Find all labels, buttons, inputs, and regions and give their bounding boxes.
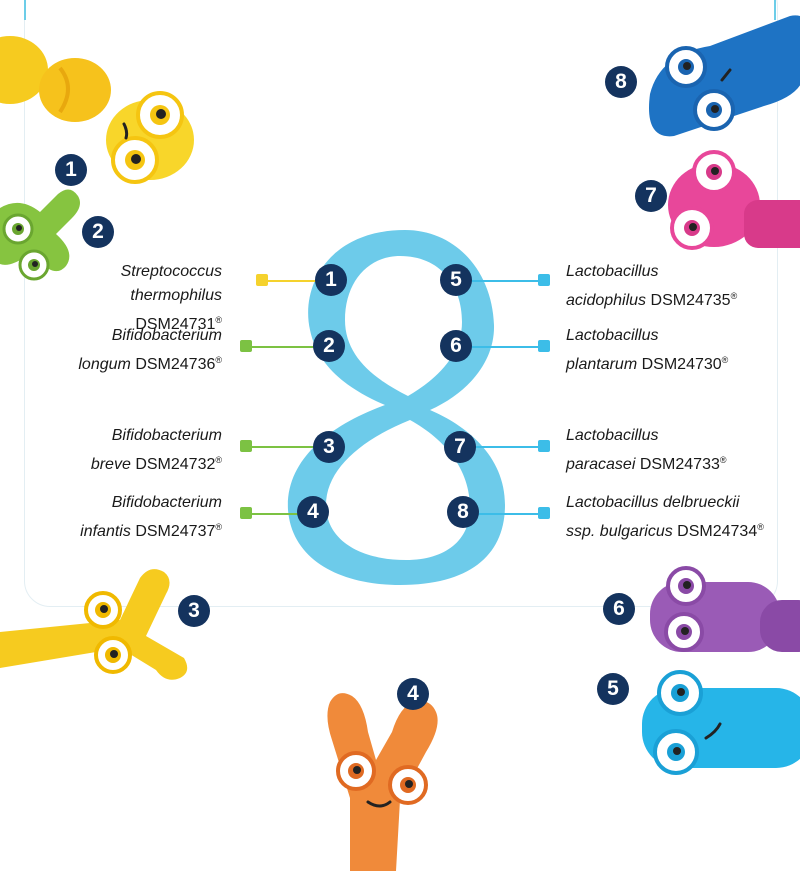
strain-label-5: Lactobacillus acidophilus DSM24735® [566, 260, 786, 313]
figure-eight-icon [287, 230, 505, 585]
color-square-5 [538, 274, 550, 286]
genus-3: Bifidobacterium [111, 427, 222, 444]
reg-7: ® [719, 455, 727, 465]
strain-label-2: Bifidobacterium longum DSM24736® [40, 324, 222, 377]
reg-4: ® [215, 522, 222, 532]
genus-4: Bifidobacterium [111, 494, 222, 511]
reg-5: ® [730, 291, 738, 301]
reg-2: ® [215, 355, 222, 365]
panel-edge-right [774, 0, 776, 20]
reg-8: ® [757, 522, 764, 532]
eight-badge-4: 4 [297, 496, 329, 528]
eight-badge-5: 5 [440, 264, 472, 296]
color-square-6 [538, 340, 550, 352]
bacterium-icon-blue-chain [649, 15, 800, 137]
reg-1: ® [215, 315, 222, 325]
bacterium-icon-yellow-chain [0, 36, 194, 184]
connector-6 [470, 346, 540, 348]
genus-8: Lactobacillus delbrueckii [566, 494, 740, 511]
connector-7 [474, 446, 540, 448]
connector-5 [470, 280, 540, 282]
strain-label-1: Streptococcus thermophilus DSM24731® [40, 260, 222, 337]
eight-badge-6: 6 [440, 330, 472, 362]
eight-badge-2: 2 [313, 330, 345, 362]
bacterium-badge-6: 6 [603, 593, 635, 625]
species-7: paracasei [566, 456, 636, 473]
species-1: thermophilus [130, 287, 222, 304]
code-1: DSM24731 [135, 316, 216, 333]
bacterium-icon-purple-chain [650, 566, 800, 652]
bacterium-badge-2: 2 [82, 216, 114, 248]
species-2: longum [78, 356, 131, 373]
species-6: plantarum [566, 356, 638, 373]
genus-7: Lactobacillus [566, 427, 659, 444]
eight-badge-1: 1 [315, 264, 347, 296]
strain-label-6: Lactobacillus plantarum DSM24730® [566, 324, 786, 377]
connector-8 [476, 513, 540, 515]
connector-1 [268, 280, 320, 282]
eight-badge-8: 8 [447, 496, 479, 528]
code-2: DSM24736 [135, 356, 216, 373]
code-4: DSM24737 [135, 523, 216, 540]
bacterium-badge-8: 8 [605, 66, 637, 98]
genus-1: Streptococcus [120, 263, 222, 280]
bacterium-badge-1: 1 [55, 154, 87, 186]
strain-label-8: Lactobacillus delbrueckii ssp. bulgaricu… [566, 491, 791, 544]
strain-label-7: Lactobacillus paracasei DSM24733® [566, 424, 786, 477]
species-8: ssp. bulgaricus [566, 523, 673, 540]
connector-2 [252, 346, 318, 348]
color-square-8 [538, 507, 550, 519]
bacterium-icon-pink-chain [668, 150, 800, 250]
bacterium-badge-3: 3 [178, 595, 210, 627]
strain-label-4: Bifidobacterium infantis DSM24737® [40, 491, 222, 544]
reg-6: ® [721, 355, 729, 365]
color-square-7 [538, 440, 550, 452]
genus-5: Lactobacillus [566, 263, 659, 280]
connector-4 [252, 513, 300, 515]
bacterium-icon-green [0, 189, 80, 281]
color-square-4 [240, 507, 252, 519]
code-7: DSM24733 [639, 456, 720, 473]
code-3: DSM24732 [135, 456, 216, 473]
reg-3: ® [215, 455, 222, 465]
eight-badge-3: 3 [313, 431, 345, 463]
genus-2: Bifidobacterium [111, 327, 222, 344]
species-3: breve [90, 456, 131, 473]
species-5: acidophilus [566, 292, 647, 309]
species-4: infantis [80, 523, 131, 540]
code-5: DSM24735 [650, 292, 731, 309]
eight-badge-7: 7 [444, 431, 476, 463]
bacterium-badge-7: 7 [635, 180, 667, 212]
strain-label-3: Bifidobacterium breve DSM24732® [40, 424, 222, 477]
color-square-2 [240, 340, 252, 352]
code-6: DSM24730 [641, 356, 722, 373]
connector-3 [252, 446, 318, 448]
color-square-3 [240, 440, 252, 452]
bacterium-badge-4: 4 [397, 678, 429, 710]
genus-6: Lactobacillus [566, 327, 659, 344]
code-8: DSM24734 [677, 523, 758, 540]
color-square-1 [256, 274, 268, 286]
bacterium-icon-orange-y [327, 693, 438, 871]
bacterium-icon-cyan-rod [642, 670, 800, 775]
bacterium-badge-5: 5 [597, 673, 629, 705]
panel-edge-left [24, 0, 26, 20]
bacterium-icon-yellow-y [0, 569, 188, 680]
